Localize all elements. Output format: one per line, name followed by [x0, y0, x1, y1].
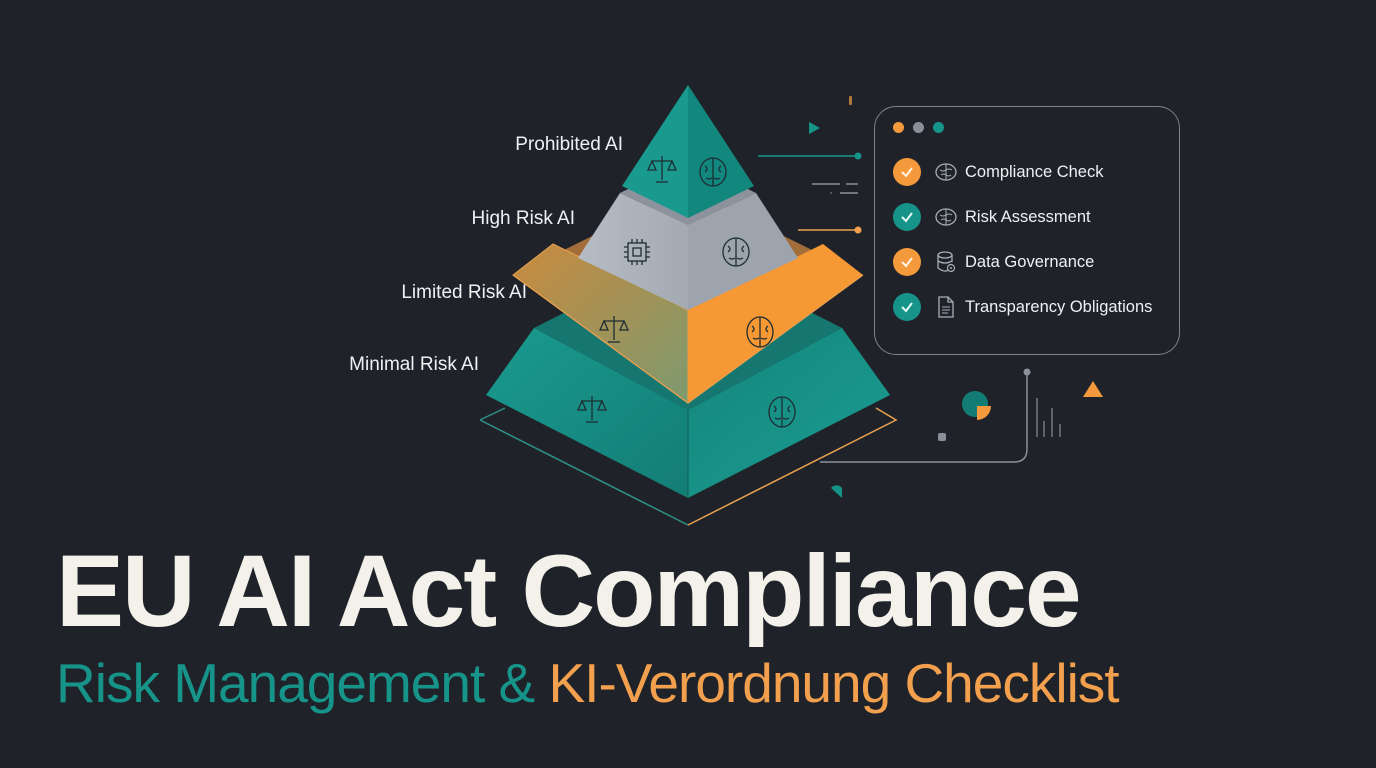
page-title: EU AI Act Compliance [56, 534, 1082, 648]
window-dot-gray [913, 122, 924, 133]
brain-icon [935, 206, 957, 228]
pie-chart-icon [962, 391, 991, 420]
checklist-item-label: Risk Assessment [965, 207, 1091, 226]
checkmark-icon[interactable] [893, 248, 921, 276]
tier-label-high-risk: High Risk AI [471, 208, 575, 229]
chip-icon [624, 239, 650, 265]
tier-label-limited-risk: Limited Risk AI [401, 282, 527, 303]
window-dots [893, 122, 944, 133]
checkmark-icon[interactable] [893, 293, 921, 321]
scales-icon [646, 156, 678, 183]
checkmark-icon[interactable] [893, 203, 921, 231]
scales-icon [576, 396, 608, 423]
tier-label-prohibited: Prohibited AI [515, 134, 623, 155]
database-icon [935, 251, 957, 273]
scales-icon [598, 316, 630, 343]
window-dot-teal [933, 122, 944, 133]
tier-label-minimal-risk: Minimal Risk AI [349, 354, 479, 375]
document-icon [935, 296, 957, 318]
subtitle-risk-management: Risk Management & [56, 652, 535, 714]
checklist-item-data-governance[interactable]: Data Governance [893, 247, 1094, 277]
tier-prohibited[interactable] [622, 85, 754, 218]
subtitle-ki-verordnung: KI-Verordnung Checklist [548, 652, 1120, 714]
checklist-item-label: Transparency Obligations [965, 297, 1153, 316]
brain-icon [768, 396, 796, 428]
base-outline [479, 407, 898, 526]
checklist-item-label: Data Governance [965, 252, 1095, 271]
decorations [758, 96, 1103, 498]
page-subtitle: Risk Management & KI-Verordnung Checklis… [56, 656, 1120, 711]
brain-icon [699, 157, 727, 187]
warning-triangle-icon [1083, 381, 1103, 397]
brain-icon [935, 161, 957, 183]
checkmark-icon[interactable] [893, 158, 921, 186]
compliance-checklist-card: Compliance Check Risk Assessment Data Go… [874, 106, 1180, 355]
play-triangle-icon [809, 122, 820, 134]
brain-icon [746, 316, 774, 348]
checklist-item-risk-assessment[interactable]: Risk Assessment [893, 202, 1091, 232]
checklist-item-transparency-obligations[interactable]: Transparency Obligations [893, 292, 1152, 322]
checklist-item-label: Compliance Check [965, 162, 1104, 181]
brain-icon [722, 237, 750, 267]
window-dot-orange [893, 122, 904, 133]
checklist-item-compliance-check[interactable]: Compliance Check [893, 157, 1103, 187]
